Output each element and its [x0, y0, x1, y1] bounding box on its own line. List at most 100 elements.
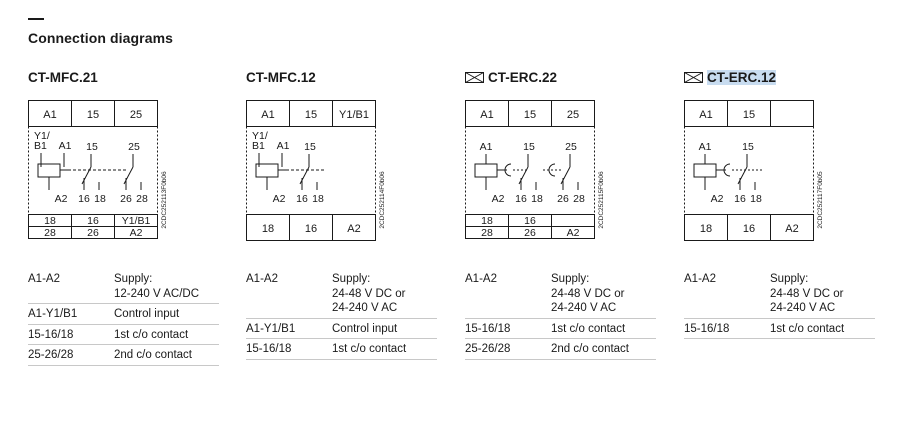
function-cell: Supply: 12-240 V AC/DC [114, 269, 219, 304]
function-line: Supply: [114, 273, 153, 285]
terminal-cell: A1-A2 [465, 269, 551, 319]
bottom-terminal-box [551, 226, 595, 239]
contact-1-no-label: 18 [312, 193, 324, 205]
coil-y1-label: Y1/ [252, 130, 268, 142]
contact-1-common-label: 15 [523, 141, 535, 153]
drawing-code: 2CDC252114F0b06 [379, 171, 386, 229]
terminal-cell: 25-26/28 [465, 338, 551, 360]
bottom-terminal-label: 18 [262, 223, 274, 235]
function-line: Supply: [551, 273, 590, 285]
function-line: 1st c/o contact [332, 343, 407, 355]
product-name: CT-MFC.21 [28, 70, 98, 85]
product-heading: CT-MFC.21 [28, 70, 98, 85]
drawing-code: 2CDC252115F0b06 [598, 171, 605, 229]
product-name: CT-ERC.12 [707, 70, 777, 85]
coil-a1-label: A1 [480, 141, 493, 153]
coil-b1-label: B1 [34, 140, 47, 152]
coil-a1-label: A1 [699, 141, 712, 153]
bottom-terminal-label: 16 [305, 223, 317, 235]
product-heading: CT-ERC.12 [684, 70, 777, 86]
bottom-terminal-label: A2 [130, 227, 143, 239]
top-terminal-label: 25 [567, 109, 579, 121]
bottom-terminal-label: A2 [785, 223, 798, 235]
contact-1-no-label: 18 [94, 193, 106, 205]
bottom-terminal-label: 16 [524, 215, 536, 227]
contact-1-common-label: 15 [304, 141, 316, 153]
drawing-code: 2CDC252113F0b06 [161, 171, 168, 229]
top-terminal-label: 15 [524, 109, 536, 121]
terminal-cell: 25-26/28 [28, 344, 114, 366]
drawing-code: 2CDC252117F0b05 [817, 171, 824, 229]
top-terminal-label: 15 [743, 109, 755, 121]
function-cell: 2nd c/o contact [114, 344, 219, 366]
function-cell: Control input [114, 303, 219, 325]
delay-arc-symbol [723, 163, 731, 177]
top-terminal-box [332, 100, 376, 127]
relay-coil [474, 163, 498, 178]
top-terminal-label: 15 [87, 109, 99, 121]
function-cell: 1st c/o contact [551, 318, 656, 339]
contact-1-nc-label: 16 [734, 193, 746, 205]
contact-1-nc-label: 16 [78, 193, 90, 205]
terminal-cell: A1-A2 [246, 269, 332, 319]
top-terminal-box [114, 100, 158, 127]
contact-2-common-label: 25 [128, 141, 140, 153]
terminal-cell: 15-16/18 [28, 324, 114, 345]
product-heading: CT-ERC.22 [465, 70, 557, 86]
bottom-terminal-label: 26 [524, 227, 536, 239]
relay-coil [693, 163, 717, 178]
page-title: Connection diagrams [28, 30, 174, 46]
terminal-cell: A1-A2 [684, 269, 770, 319]
product-heading: CT-MFC.12 [246, 70, 316, 85]
function-line: 24-240 V AC [332, 302, 398, 314]
contact-2-nc-label: 26 [120, 193, 132, 205]
terminal-cell: 15-16/18 [465, 318, 551, 339]
function-line: 12-240 V AC/DC [114, 287, 200, 300]
bottom-terminal-box [551, 214, 595, 227]
bottom-terminal-label: 18 [481, 215, 493, 227]
function-line: 24-240 V AC [770, 302, 836, 314]
contact-1-blade [737, 166, 748, 185]
bottom-terminal-label: A2 [567, 227, 580, 239]
delay-arc-symbol [504, 163, 512, 177]
top-terminal-label: A1 [699, 109, 712, 121]
contact-1-nc-label: 16 [515, 193, 527, 205]
top-terminal-box [770, 100, 814, 127]
bottom-terminal-label: 28 [481, 227, 493, 239]
crossed-box-icon [684, 71, 703, 86]
function-line: 24-240 V AC [551, 302, 617, 314]
product-name: CT-MFC.12 [246, 70, 316, 85]
bottom-terminal-label: 18 [700, 223, 712, 235]
function-cell: 1st c/o contact [332, 338, 437, 360]
top-terminal-label: 15 [305, 109, 317, 121]
function-line: Control input [114, 308, 180, 320]
function-cell: 1st c/o contact [114, 324, 219, 345]
contact-2-no-label: 28 [573, 193, 585, 205]
top-terminal-label: A1 [261, 109, 274, 121]
bottom-terminal-box [770, 214, 814, 241]
product-name: CT-ERC.22 [488, 70, 558, 85]
function-line: Supply: [770, 273, 809, 285]
top-terminal-label: A1 [43, 109, 56, 121]
coil-a2-label: A2 [711, 193, 724, 205]
bottom-terminal-label: Y1/B1 [122, 215, 151, 227]
bottom-terminal-box [332, 214, 376, 241]
top-terminal-label: 25 [130, 109, 142, 121]
bottom-terminal-label: 16 [87, 215, 99, 227]
contact-2-common-label: 25 [565, 141, 577, 153]
